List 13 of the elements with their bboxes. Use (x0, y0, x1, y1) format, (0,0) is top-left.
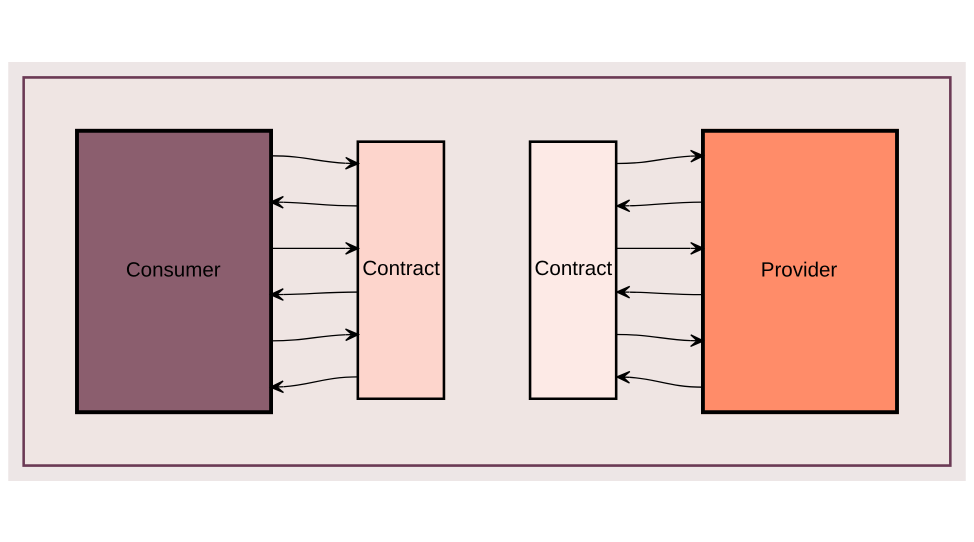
arrow (270, 288, 358, 300)
arrow (616, 198, 704, 212)
arrow (616, 370, 704, 388)
arrow (616, 285, 704, 298)
arrow (270, 376, 358, 393)
arrow (616, 333, 704, 347)
arrow (270, 328, 360, 342)
arrow (616, 241, 704, 254)
arrow (270, 154, 360, 170)
cluster (22, 76, 952, 466)
arrow (270, 241, 360, 254)
arrow (616, 149, 704, 164)
arrow (270, 195, 358, 208)
